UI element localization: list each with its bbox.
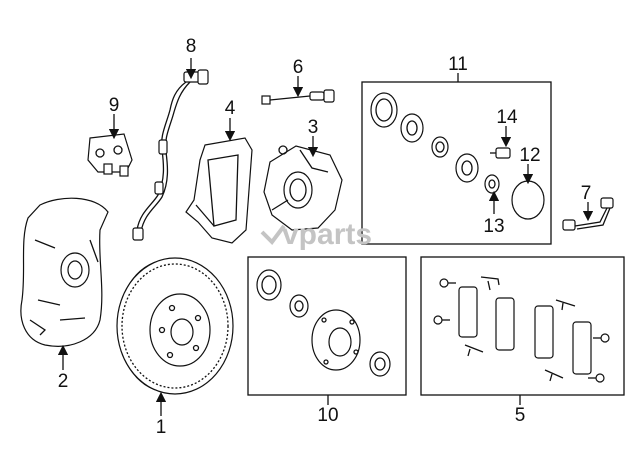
callout-9: 9: [109, 95, 120, 116]
callout-2: 2: [58, 371, 69, 392]
callout-14: 14: [496, 107, 518, 128]
watermark-logo: vparts: [260, 218, 372, 251]
watermark-text: vparts: [282, 218, 372, 251]
kit-box-11: [361, 81, 552, 245]
callout-7: 7: [581, 183, 592, 204]
callout-1: 1: [156, 417, 167, 438]
callout-4: 4: [225, 98, 236, 119]
leader-lines: [57, 58, 594, 416]
hub-bearing-kit-parts: [256, 269, 391, 377]
callout-10: 10: [317, 405, 338, 426]
brake-pad-kit-parts: [433, 276, 610, 383]
callout-3: 3: [308, 117, 319, 138]
brake-rotor: [116, 257, 234, 395]
wear-sensor: [261, 89, 335, 105]
brake-caliper: [263, 145, 343, 231]
callout-13: 13: [483, 216, 504, 237]
callout-12: 12: [519, 145, 540, 166]
mounting-bracket: [87, 133, 133, 177]
brake-hose: [562, 197, 614, 231]
caliper-bracket: [185, 137, 253, 244]
kit-box-5: [420, 256, 625, 396]
callout-11: 11: [448, 54, 468, 75]
caliper-repair-kit-parts: [370, 92, 545, 220]
callout-5: 5: [515, 405, 526, 426]
callout-8: 8: [186, 36, 197, 57]
callout-6: 6: [293, 57, 304, 78]
dust-shield: [20, 197, 109, 347]
kit-box-10: [247, 256, 407, 396]
